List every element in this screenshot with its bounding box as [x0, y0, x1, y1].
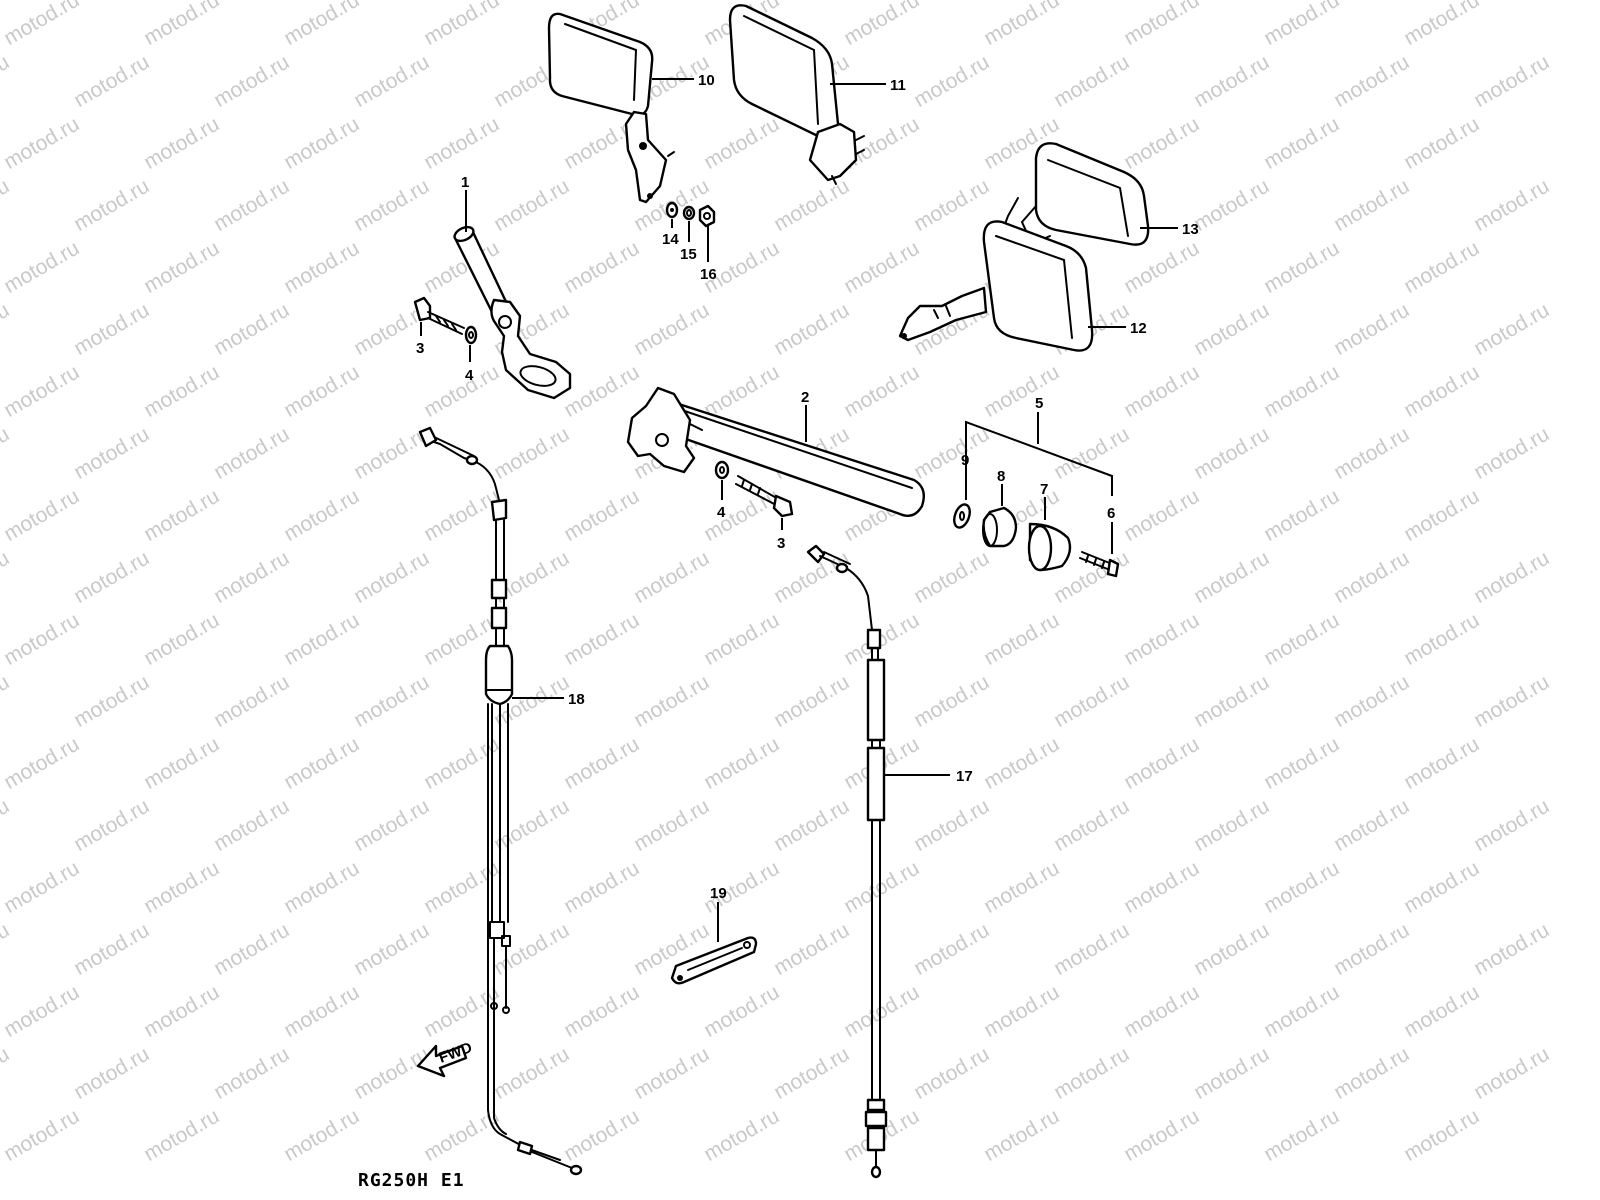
callout-10: 10 [698, 72, 715, 89]
washer-part-4-left[interactable] [464, 325, 478, 345]
fwd-arrow-icon: FWD [416, 1039, 475, 1078]
model-code-label: RG250H E1 [358, 1170, 465, 1191]
callout-labels: 1 2 3 3 4 4 5 6 7 8 9 10 11 12 13 14 15 … [416, 72, 1199, 902]
callout-16: 16 [700, 266, 717, 283]
callout-14: 14 [662, 231, 679, 248]
handlebar-part-1[interactable] [452, 224, 572, 400]
callout-15: 15 [680, 246, 697, 263]
washer-part-14[interactable] [665, 201, 679, 219]
callout-4-right: 4 [717, 504, 726, 521]
callout-5: 5 [1035, 395, 1043, 412]
nut-part-16[interactable] [698, 204, 716, 228]
weight-part-8[interactable] [982, 506, 1018, 548]
screw-part-6[interactable] [1079, 551, 1120, 578]
callout-18: 18 [568, 691, 585, 708]
callout-1: 1 [461, 174, 469, 191]
clutch-cable-part-17[interactable] [806, 544, 888, 1179]
end-cap-part-7[interactable] [1027, 522, 1072, 572]
callout-6: 6 [1107, 505, 1115, 522]
washer-part-4-right[interactable] [714, 460, 730, 480]
callout-2: 2 [801, 389, 809, 406]
callout-9: 9 [961, 452, 969, 469]
callout-17: 17 [956, 768, 973, 785]
leader-lines [420, 78, 1178, 942]
handlebar-part-2[interactable] [626, 386, 925, 517]
callout-3-right: 3 [777, 535, 785, 552]
callout-19: 19 [710, 885, 727, 902]
bolt-part-3-right[interactable] [735, 475, 794, 518]
callout-3-left: 3 [416, 340, 424, 357]
mirror-part-12[interactable] [898, 220, 1094, 352]
lock-washer-part-15[interactable] [682, 205, 696, 221]
washer-part-9[interactable] [951, 502, 972, 529]
throttle-cable-part-18[interactable] [418, 426, 583, 1176]
callout-7: 7 [1040, 481, 1048, 498]
callout-13: 13 [1182, 221, 1199, 238]
callout-8: 8 [997, 468, 1005, 485]
bolt-part-3-left[interactable] [413, 296, 465, 335]
clamp-part-19[interactable] [670, 936, 758, 985]
mirror-part-10[interactable] [547, 12, 675, 204]
callout-11: 11 [890, 77, 906, 94]
callout-4-left: 4 [465, 367, 474, 384]
mirror-part-11[interactable] [728, 4, 865, 185]
callout-12: 12 [1130, 320, 1147, 337]
